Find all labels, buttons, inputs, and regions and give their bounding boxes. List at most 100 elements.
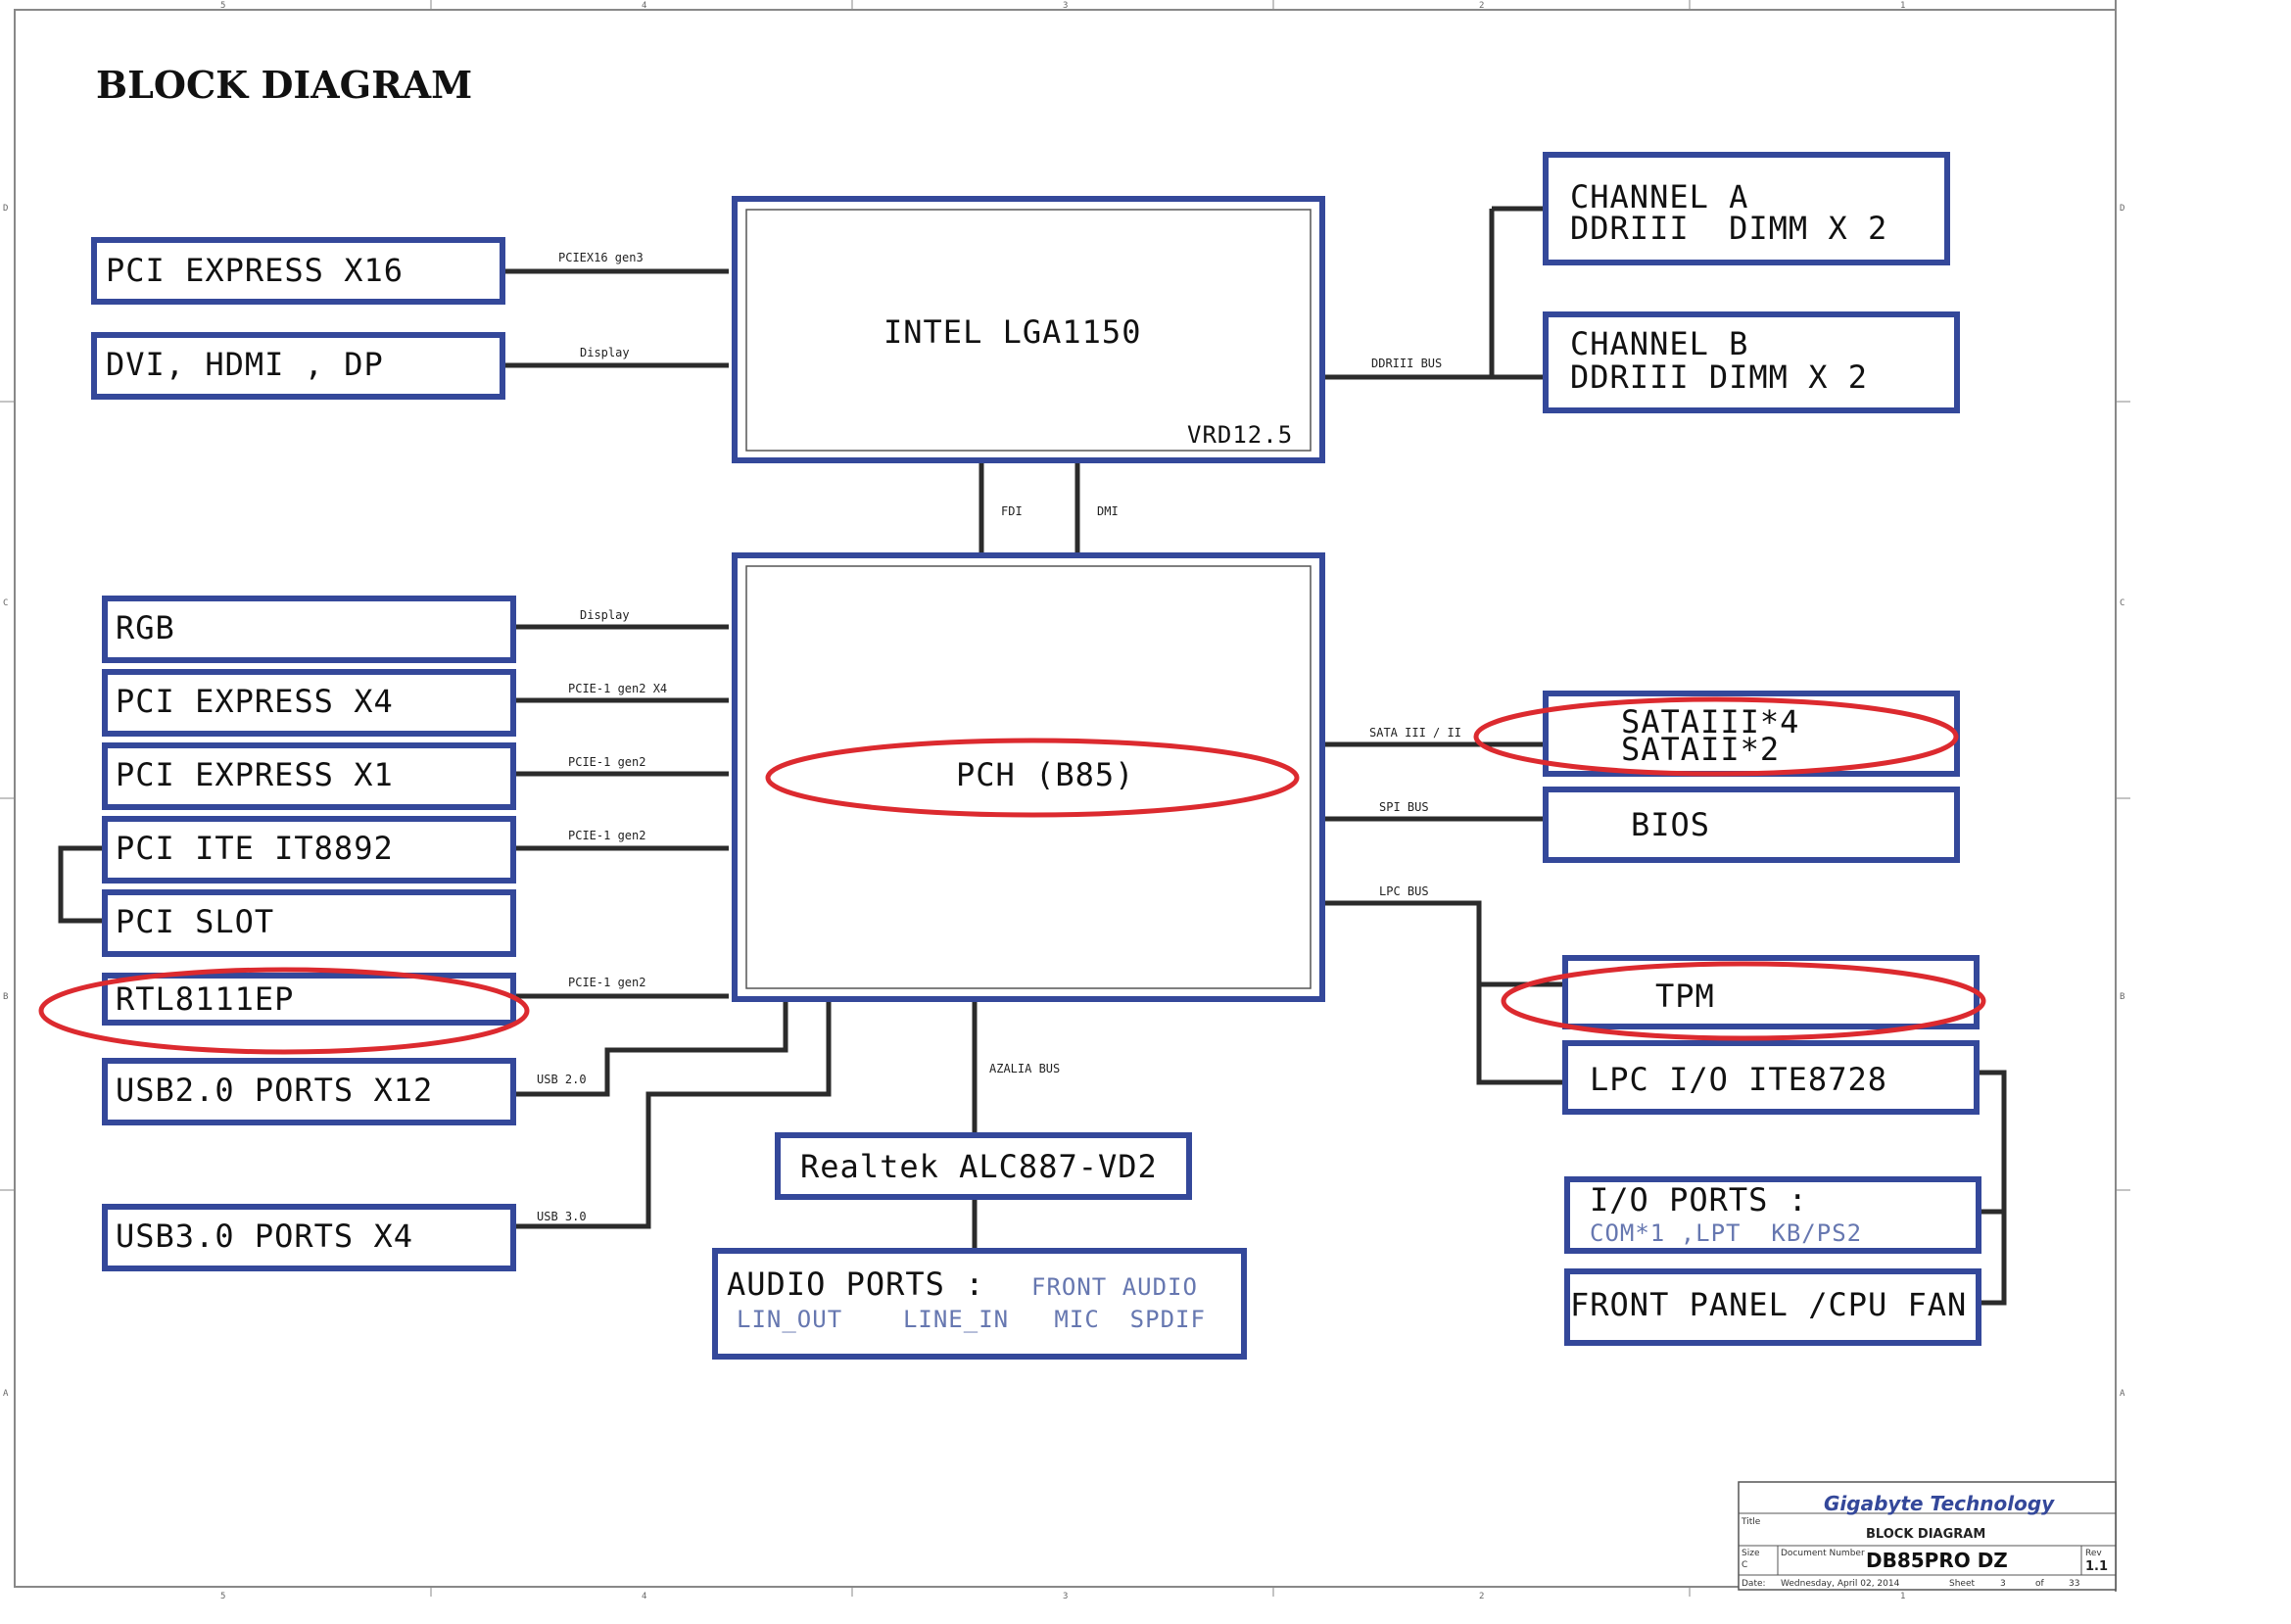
rtl8111ep-label: RTL8111EP (116, 980, 294, 1018)
sheet-field-label: Sheet (1949, 1579, 1975, 1589)
block-usb3: USB3.0 PORTS X4 (102, 1204, 516, 1271)
audio-ports-list-label: LIN_OUT LINE_IN MIC SPDIF (737, 1306, 1206, 1333)
front-panel-label: FRONT PANEL /CPU FAN (1570, 1286, 1967, 1323)
highlight-sata-oval (1473, 696, 1959, 777)
usb3-label: USB3.0 PORTS X4 (116, 1218, 413, 1255)
date-field-label: Date: (1742, 1579, 1766, 1589)
block-channel-a: CHANNEL A DDRIII DIMM X 2 (1543, 152, 1950, 265)
bus-sata-label: SATA III / II (1369, 726, 1461, 740)
block-pci-ite: PCI ITE IT8892 (102, 816, 516, 884)
size-field-label: Size (1742, 1549, 1760, 1558)
date-value: Wednesday, April 02, 2014 (1781, 1579, 1900, 1589)
document-number: DB85PRO DZ (1866, 1549, 2008, 1572)
channel-a-label: CHANNEL A (1570, 178, 1748, 215)
block-dvi-hdmi-dp: DVI, HDMI , DP (91, 332, 505, 400)
page-title: BLOCK DIAGRAM (96, 63, 472, 107)
block-bios: BIOS (1543, 787, 1960, 863)
bus-usb20-label: USB 2.0 (537, 1073, 587, 1086)
io-ports-label: I/O PORTS : (1590, 1181, 1808, 1218)
bus-ddr-label: DDRIII BUS (1371, 357, 1442, 370)
pcie-x1-label: PCI EXPRESS X1 (116, 756, 394, 793)
border-ticks (0, 0, 2130, 1597)
bus-pcie-rtl-label: PCIE-1 gen2 (568, 976, 645, 989)
rgb-label: RGB (116, 609, 175, 646)
bus-display-pch-label: Display (580, 608, 630, 622)
block-io-ports: I/O PORTS : COM*1 ,LPT KB/PS2 (1564, 1176, 1981, 1254)
border-tick-labels: 5 4 3 2 1 5 4 3 2 1 D C B A D C B A (3, 1, 2125, 1601)
tick-top-5: 5 (220, 1, 225, 11)
bus-usb30-label: USB 3.0 (537, 1210, 587, 1223)
tick-top-2: 2 (1479, 1, 1484, 11)
channel-b-label: CHANNEL B (1570, 325, 1748, 362)
wires (58, 206, 2007, 1306)
block-audio-ports: AUDIO PORTS : FRONT AUDIO LIN_OUT LINE_I… (712, 1248, 1247, 1360)
block-pcie-x1: PCI EXPRESS X1 (102, 742, 516, 810)
audio-ports-label: AUDIO PORTS : (727, 1266, 984, 1303)
sata2-label: SATAII*2 (1621, 731, 1780, 768)
lpc-io-label: LPC I/O ITE8728 (1590, 1061, 1887, 1098)
rev-field-label: Rev (2085, 1549, 2102, 1558)
bus-display-cpu-label: Display (580, 346, 630, 359)
sata3-label: SATAIII*4 (1621, 703, 1799, 740)
title-block: Gigabyte Technology Title BLOCK DIAGRAM … (1738, 1481, 2117, 1591)
usb2-label: USB2.0 PORTS X12 (116, 1072, 433, 1109)
io-ports-sub-label: COM*1 ,LPT KB/PS2 (1590, 1219, 1862, 1247)
bus-dmi-label: DMI (1097, 504, 1119, 518)
dvi-hdmi-dp-label: DVI, HDMI , DP (106, 346, 384, 383)
tick-top-3: 3 (1063, 1, 1068, 11)
tick-bottom-4: 4 (642, 1592, 646, 1601)
size-value: C (1742, 1560, 1747, 1570)
bus-pcie-ite-label: PCIE-1 gen2 (568, 829, 645, 842)
tick-bottom-3: 3 (1063, 1592, 1068, 1601)
block-pci-slot: PCI SLOT (102, 889, 516, 957)
highlight-ovals (38, 696, 1986, 1055)
audio-front-label: FRONT AUDIO (1031, 1273, 1198, 1301)
block-realtek: Realtek ALC887-VD2 (775, 1132, 1192, 1200)
bus-labels: PCIEX16 gen3 Display DDRIII BUS FDI DMI … (537, 251, 1461, 1223)
bus-azalia-label: AZALIA BUS (989, 1062, 1060, 1075)
wire-ite-slot (58, 845, 103, 924)
pcie-x16-label: PCI EXPRESS X16 (106, 252, 404, 289)
channel-b-dimm-label: DDRIII DIMM X 2 (1570, 358, 1868, 396)
pci-slot-label: PCI SLOT (116, 903, 274, 940)
title-field-label: Title (1741, 1517, 1761, 1527)
tick-left-a: A (3, 1389, 9, 1399)
tick-bottom-2: 2 (1479, 1592, 1484, 1601)
tick-left-c: C (3, 598, 8, 608)
block-front-panel: FRONT PANEL /CPU FAN (1564, 1268, 1981, 1346)
block-pch: PCH (B85) (732, 552, 1325, 1002)
channel-a-dimm-label: DDRIII DIMM X 2 (1570, 210, 1887, 247)
tick-top-1: 1 (1900, 1, 1905, 11)
cpu-label: INTEL LGA1150 (883, 313, 1141, 351)
highlight-rtl-oval (38, 967, 530, 1055)
vrd-label: VRD12.5 (1187, 421, 1293, 449)
tick-left-b: B (3, 992, 8, 1002)
tick-bottom-1: 1 (1900, 1592, 1905, 1601)
wire-usb2 (513, 999, 788, 1097)
tick-right-c: C (2120, 598, 2124, 608)
block-cpu: INTEL LGA1150 VRD12.5 (732, 196, 1325, 463)
of-label: of (2035, 1579, 2045, 1589)
block-channel-b: CHANNEL B DDRIII DIMM X 2 (1543, 311, 1960, 413)
pch-label: PCH (B85) (956, 756, 1134, 793)
sheet-total: 33 (2069, 1579, 2079, 1589)
tick-left-d: D (3, 204, 8, 214)
pci-ite-label: PCI ITE IT8892 (116, 830, 394, 867)
block-pcie-x4: PCI EXPRESS X4 (102, 669, 516, 737)
pcie-x4-label: PCI EXPRESS X4 (116, 683, 394, 720)
highlight-tpm-oval (1501, 961, 1986, 1041)
sheet-number: 3 (2000, 1579, 2006, 1589)
wire-usb3 (513, 999, 832, 1229)
tick-right-a: A (2120, 1389, 2125, 1399)
bios-label: BIOS (1631, 806, 1710, 843)
tpm-label: TPM (1655, 978, 1715, 1015)
bus-fdi-label: FDI (1001, 504, 1023, 518)
bus-pcie-x4-label: PCIE-1 gen2 X4 (568, 682, 667, 695)
bus-lpc-label: LPC BUS (1379, 884, 1429, 898)
bus-pciex16-label: PCIEX16 gen3 (558, 251, 644, 264)
tick-right-d: D (2120, 204, 2124, 214)
revision: 1.1 (2085, 1559, 2108, 1574)
block-pcie-x16: PCI EXPRESS X16 (91, 237, 505, 305)
block-lpc-io: LPC I/O ITE8728 (1562, 1040, 1980, 1115)
